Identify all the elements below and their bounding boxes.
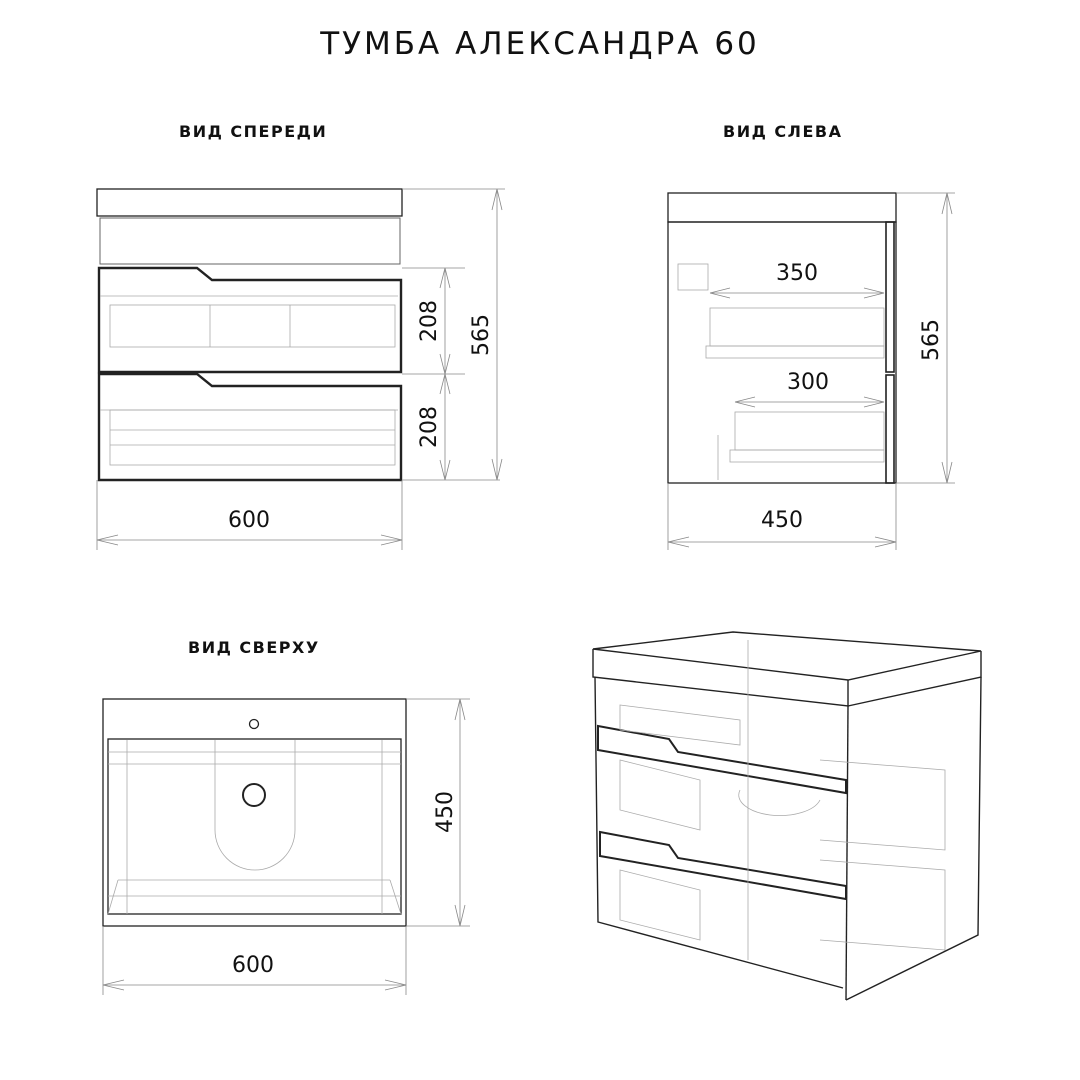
left-depth-dim: 450 xyxy=(761,508,803,533)
front-drawer2-dim: 208 xyxy=(417,406,442,448)
top-depth-dim: 450 xyxy=(433,791,458,833)
front-drawer1-dim: 208 xyxy=(417,300,442,342)
front-height-dim: 565 xyxy=(469,314,494,356)
front-view-label: ВИД СПЕРЕДИ xyxy=(179,122,328,141)
left-view-label: ВИД СЛЕВА xyxy=(723,122,843,141)
drawing-title: ТУМБА АЛЕКСАНДРА 60 xyxy=(320,26,760,62)
top-view-label: ВИД СВЕРХУ xyxy=(188,638,320,657)
left-height-dim: 565 xyxy=(919,319,944,361)
left-drawer1-depth-dim: 350 xyxy=(776,261,818,286)
top-width-dim: 600 xyxy=(232,953,274,978)
front-width-dim: 600 xyxy=(228,508,270,533)
left-drawer2-depth-dim: 300 xyxy=(787,370,829,395)
